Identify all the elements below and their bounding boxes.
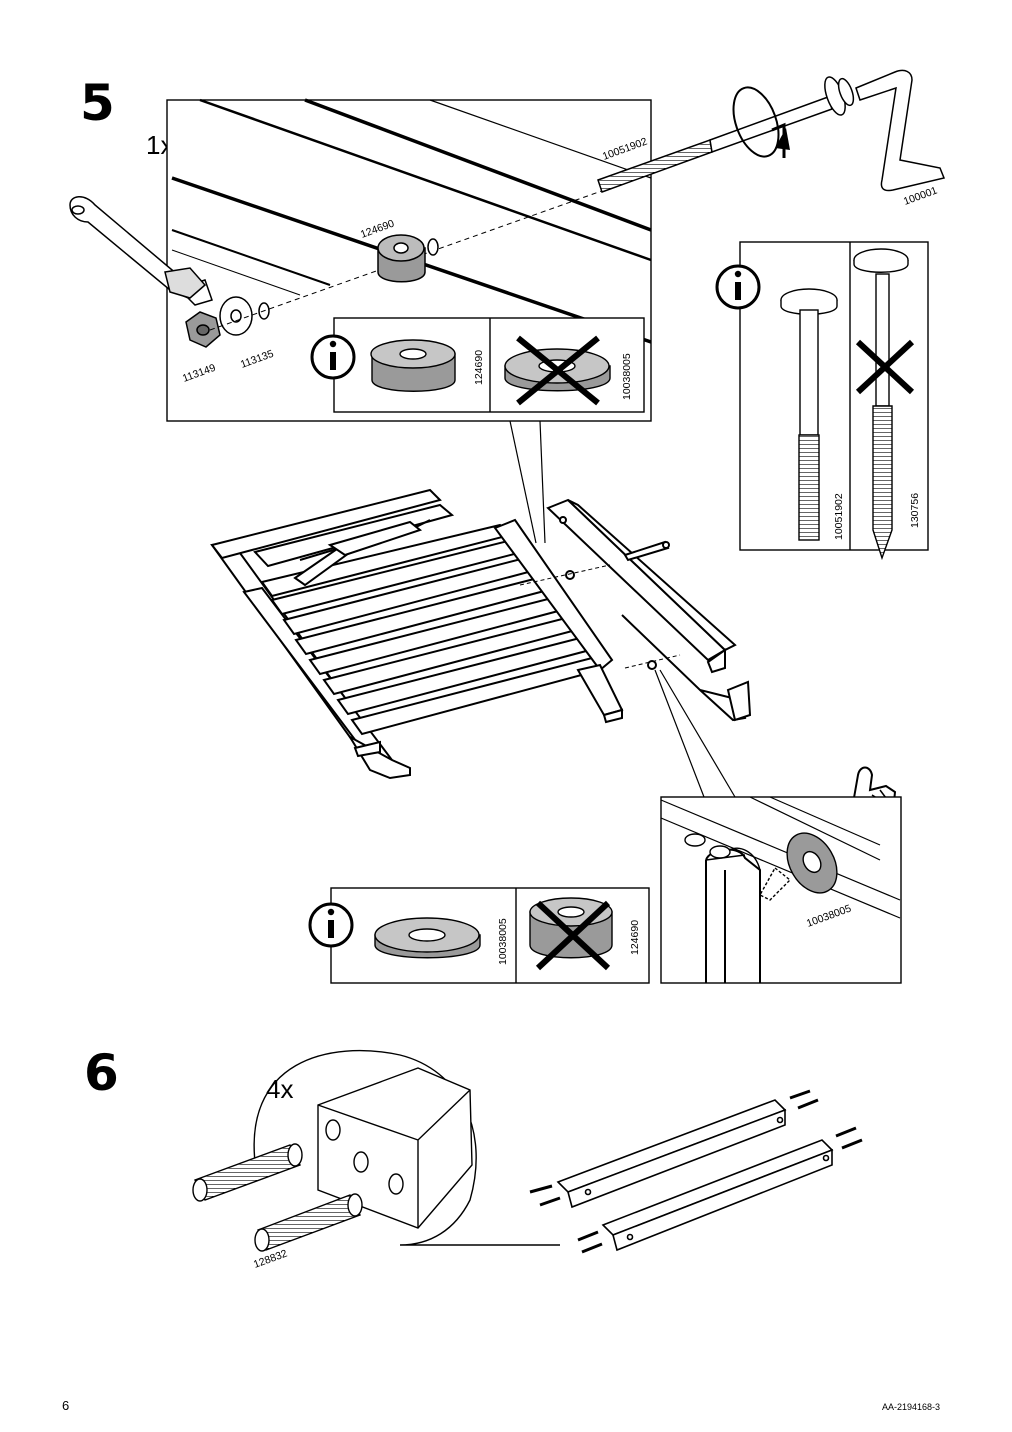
spacer-icon [377, 234, 439, 283]
washer-icon [219, 296, 270, 336]
info-box-spacer [310, 317, 645, 413]
label-info-bottom-correct: 10038005 [497, 918, 509, 965]
nut-icon [185, 311, 221, 348]
info-box-washer [308, 887, 650, 984]
label-allen-key: 100001 [902, 185, 939, 208]
washer-detail-box [660, 796, 902, 984]
wrench-icon [69, 196, 213, 306]
allen-key-icon [855, 69, 946, 192]
rail-pieces [529, 1089, 863, 1254]
step-number-6: 6 [84, 1044, 119, 1102]
label-info-top-correct: 124690 [473, 350, 485, 385]
label-info-bolt-correct: 10051902 [833, 493, 845, 540]
dowel-zoom-circle [253, 1049, 560, 1246]
label-info-bottom-wrong: 124690 [629, 920, 641, 955]
page-number: 6 [62, 1398, 70, 1413]
label-info-top-wrong: 10038005 [621, 353, 633, 400]
document-id: AA-2194168-3 [882, 1402, 941, 1412]
info-box-bolts [715, 241, 929, 561]
rotate-arrow-icon [732, 86, 790, 158]
label-dowel: 128832 [252, 1248, 289, 1271]
chair-seat-drawing [210, 488, 752, 780]
step-number-5: 5 [80, 74, 115, 132]
dowel-icon [192, 1143, 363, 1252]
label-info-bolt-wrong: 130756 [909, 493, 921, 528]
